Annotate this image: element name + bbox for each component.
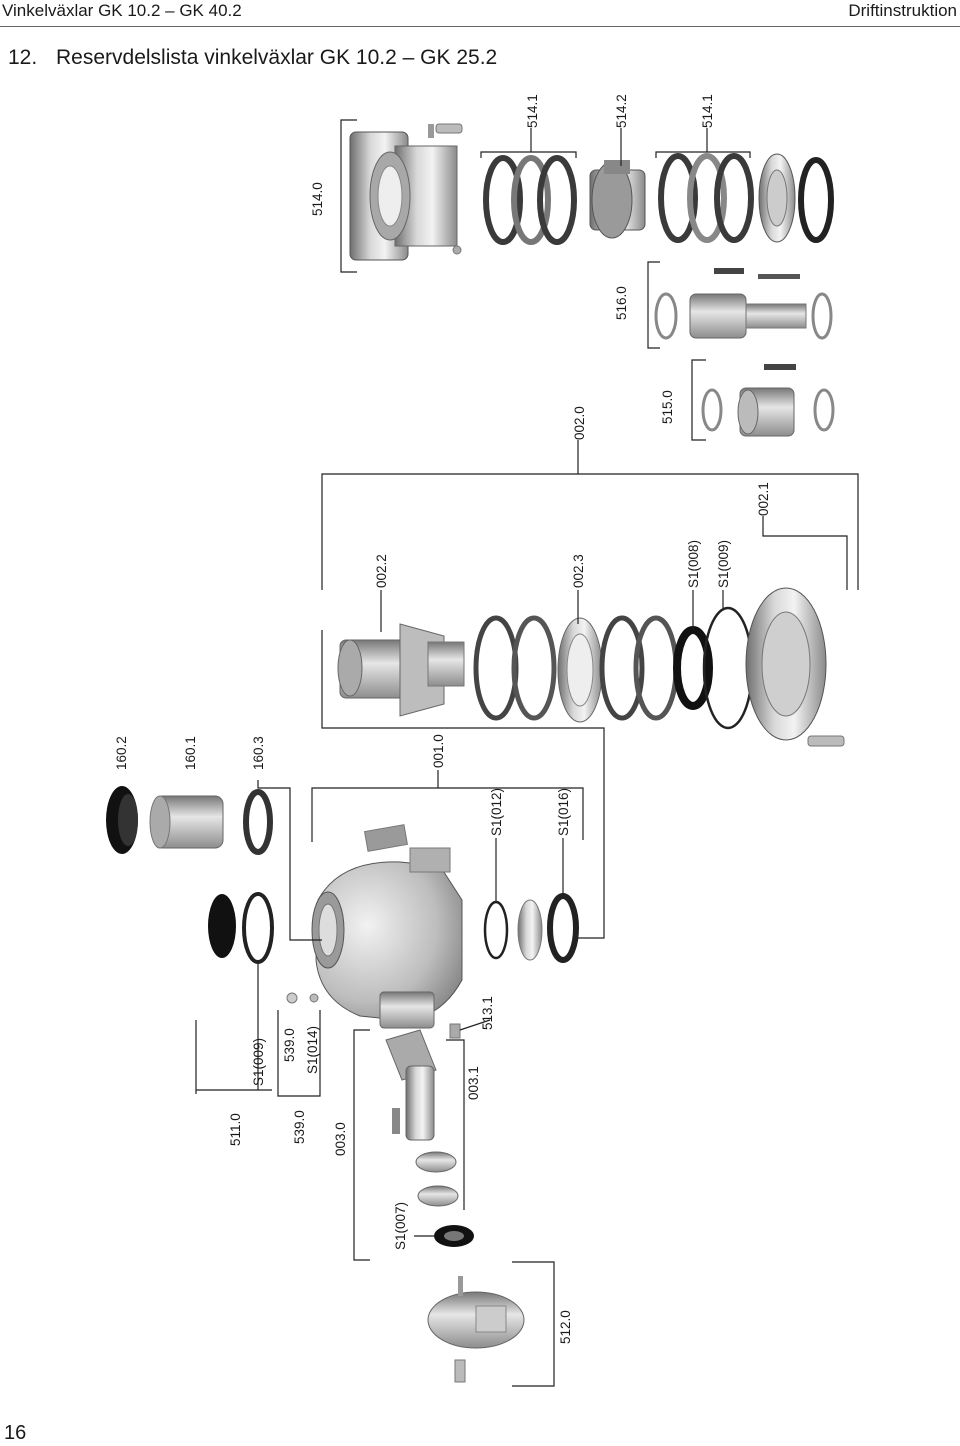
header-right-text: Driftinstruktion [848, 1, 957, 20]
pinion-shaft-003-0 [385, 1023, 461, 1141]
label-511-0: 511.0 [228, 1113, 243, 1146]
label-s1-009-b: S1(009) [251, 1038, 266, 1086]
label-s1-016: S1(016) [556, 788, 571, 836]
label-514-1-a: 514.1 [525, 94, 540, 128]
label-002-1: 002.1 [756, 482, 771, 516]
pinion-002-2 [337, 623, 465, 717]
label-160-2: 160.2 [114, 736, 129, 770]
section-title: 12. Reservdelslista vinkelväxlar GK 10.2 … [8, 46, 497, 70]
ring-160-3 [243, 789, 273, 855]
bushing-515-0 [701, 364, 835, 437]
label-s1-014: S1(014) [305, 1026, 320, 1074]
label-002-0: 002.0 [572, 406, 587, 440]
label-514-2: 514.2 [614, 94, 629, 128]
seal-s1-007 [434, 1225, 474, 1247]
rings-514-1-b [658, 153, 834, 243]
label-539-0-b: 539.0 [292, 1110, 307, 1144]
part-labels: 514.0 514.1 514.2 514.1 516.0 002.0 515.… [114, 94, 771, 1344]
page-number: 16 [4, 1422, 27, 1444]
cover-002-1 [745, 587, 845, 747]
leader-lines [195, 119, 859, 1387]
sleeve-160-1 [149, 795, 224, 849]
label-003-0: 003.0 [333, 1122, 348, 1156]
housing-001-0 [311, 824, 463, 1029]
label-003-1: 003.1 [466, 1066, 481, 1100]
flange-512-0 [427, 1276, 525, 1383]
label-514-1-b: 514.1 [700, 94, 715, 128]
cap-160-2 [106, 786, 138, 854]
seal-s1-009-lower [208, 892, 274, 964]
header-rule [0, 26, 960, 27]
label-160-1: 160.1 [183, 736, 198, 770]
label-s1-008: S1(008) [686, 540, 701, 588]
rings-s1-012-s1-016 [483, 893, 579, 963]
header-left-text: Vinkelväxlar GK 10.2 – GK 40.2 [2, 1, 242, 20]
label-515-0: 515.0 [660, 390, 675, 424]
section-number: 12. [8, 46, 38, 69]
label-s1-012: S1(012) [489, 788, 504, 836]
rings-002-3 [473, 615, 679, 723]
small-fittings-539-0 [286, 992, 319, 1004]
label-539-0-a: 539.0 [282, 1028, 297, 1062]
section-title-text: Reservdelslista vinkelväxlar GK 10.2 – G… [56, 46, 498, 69]
label-160-3: 160.3 [251, 736, 266, 770]
label-002-3: 002.3 [571, 554, 586, 588]
label-516-0: 516.0 [614, 286, 629, 320]
label-513-1: 513.1 [480, 996, 495, 1030]
nut-514-2 [589, 160, 646, 239]
label-002-2: 002.2 [374, 554, 389, 588]
flange-514-0 [349, 123, 463, 261]
label-s1-007: S1(007) [393, 1202, 408, 1250]
rings-514-1-a [483, 155, 577, 245]
label-s1-009-a: S1(009) [716, 540, 731, 588]
page-header: Vinkelväxlar GK 10.2 – GK 40.2 Driftinst… [0, 0, 960, 27]
label-001-0: 001.0 [431, 734, 446, 768]
shaft-516-0 [654, 268, 833, 340]
bearings-003-1 [415, 1151, 459, 1207]
label-514-0: 514.0 [310, 182, 325, 216]
label-512-0: 512.0 [558, 1310, 573, 1344]
